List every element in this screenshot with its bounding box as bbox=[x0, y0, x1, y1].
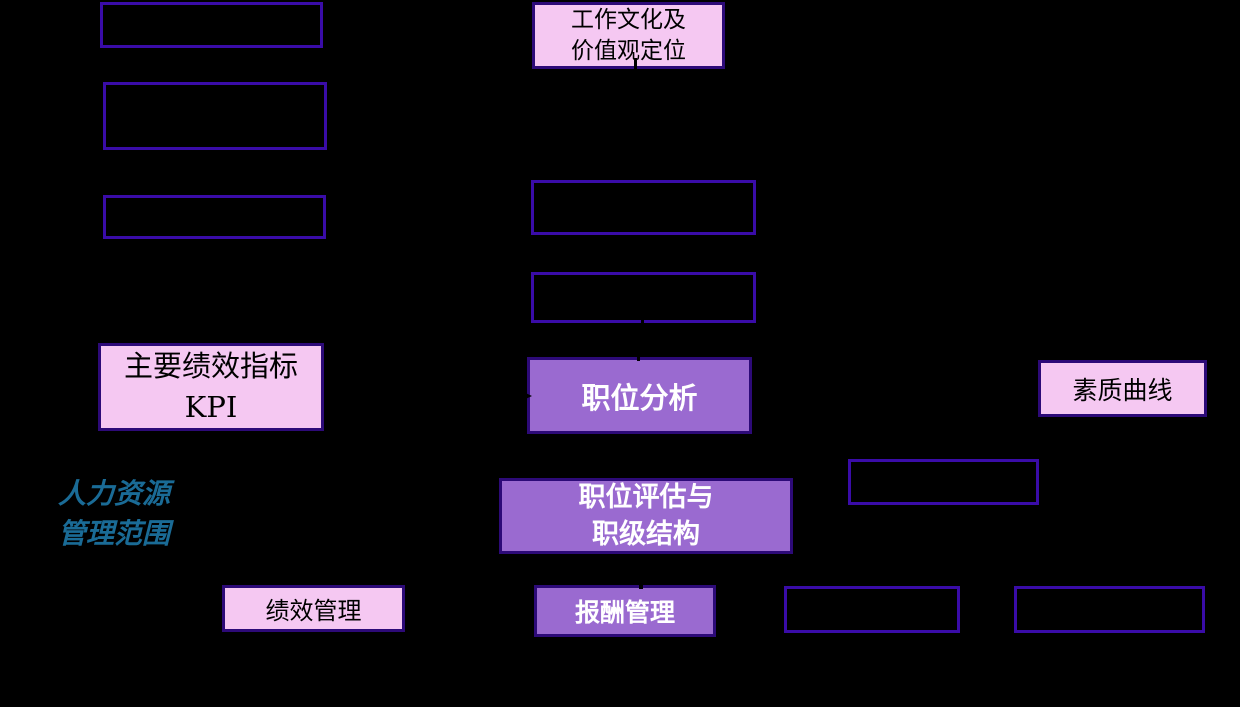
work-culture-values-box: 工作文化及 价值观定位 bbox=[532, 2, 725, 69]
compensation-management-label: 报酬管理 bbox=[574, 598, 675, 627]
kpi-line-2: KPI bbox=[184, 390, 238, 424]
hr-scope-line-1: 人力资源 bbox=[58, 477, 171, 510]
empty-box-center-upper bbox=[531, 180, 756, 235]
work-culture-line-2: 价值观定位 bbox=[571, 37, 686, 64]
work-culture-line-1: 工作文化及 bbox=[571, 6, 686, 33]
quality-curve-box: 素质曲线 bbox=[1038, 360, 1207, 417]
hr-scope-line-2: 管理范围 bbox=[58, 517, 171, 550]
hr-scope-label: 人力资源 管理范围 bbox=[58, 474, 170, 554]
job-evaluation-grade-box: 职位评估与 职级结构 bbox=[499, 478, 793, 554]
performance-management-box: 绩效管理 bbox=[222, 585, 405, 632]
connector-tick-comp-mgmt-top bbox=[639, 580, 643, 589]
arrowhead-job-analysis-left bbox=[519, 390, 532, 402]
connector-tick-job-analysis-top bbox=[637, 353, 640, 361]
connector-tick-center-lower bbox=[641, 316, 644, 326]
quality-curve-label: 素质曲线 bbox=[1072, 375, 1173, 405]
empty-box-left-middle bbox=[103, 82, 327, 150]
job-evaluation-line-1: 职位评估与 bbox=[578, 482, 714, 513]
job-evaluation-line-2: 职级结构 bbox=[592, 519, 700, 550]
empty-box-bottom-right-2 bbox=[1014, 586, 1205, 633]
empty-box-left-top bbox=[100, 2, 323, 48]
kpi-box: 主要绩效指标 KPI bbox=[98, 343, 324, 431]
kpi-line-1: 主要绩效指标 bbox=[123, 349, 298, 383]
compensation-management-box: 报酬管理 bbox=[534, 585, 716, 637]
connector-tick-culture-bottom bbox=[634, 58, 637, 72]
empty-box-bottom-right-1 bbox=[784, 586, 960, 633]
empty-box-right-middle bbox=[848, 459, 1039, 505]
empty-box-left-lower bbox=[103, 195, 326, 239]
connector-dash-perf-right bbox=[409, 606, 419, 609]
job-analysis-label: 职位分析 bbox=[581, 380, 698, 415]
performance-management-label: 绩效管理 bbox=[265, 597, 362, 625]
job-analysis-box: 职位分析 bbox=[527, 357, 752, 434]
